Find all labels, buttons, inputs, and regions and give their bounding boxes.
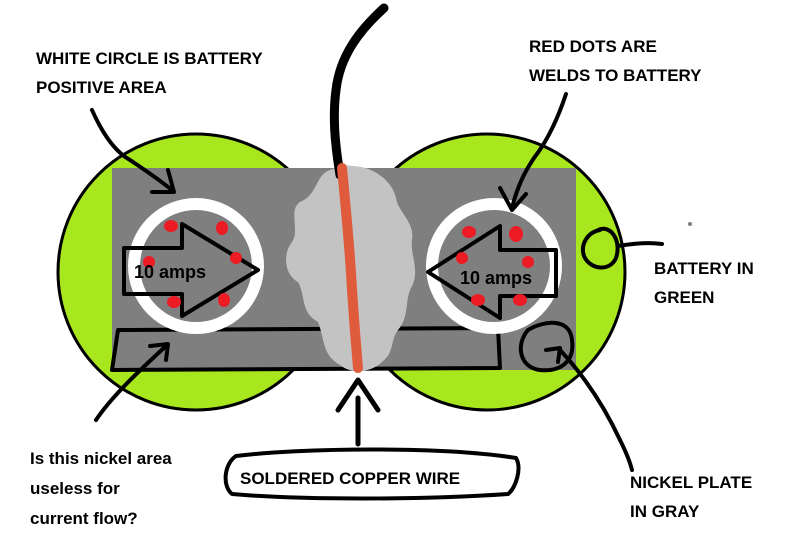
- label-white-circle: WHITE CIRCLE IS BATTERY POSITIVE AREA: [36, 49, 267, 97]
- label-line: WHITE CIRCLE IS BATTERY: [36, 49, 263, 68]
- arrow-white-circle: [90, 108, 176, 194]
- label-battery: BATTERY IN GREEN: [654, 259, 759, 307]
- label-line: POSITIVE AREA: [36, 78, 167, 97]
- weld-dot: [462, 226, 476, 238]
- left-current-label: 10 amps: [134, 262, 206, 282]
- label-line: current flow?: [30, 509, 138, 528]
- label-red-dots: RED DOTS ARE WELDS TO BATTERY: [529, 37, 702, 85]
- label-line: GREEN: [654, 288, 714, 307]
- label-line: BATTERY IN: [654, 259, 754, 278]
- label-question: Is this nickel area useless for current …: [30, 449, 176, 528]
- right-current-arrow: [426, 224, 558, 320]
- weld-dot: [522, 256, 534, 268]
- weld-dot: [230, 252, 242, 264]
- left-current-arrow: [122, 222, 260, 318]
- label-line: WELDS TO BATTERY: [529, 66, 702, 85]
- arrow-nickel-plate: [544, 346, 634, 472]
- weld-dot: [164, 220, 178, 232]
- label-nickel-plate: NICKEL PLATE IN GRAY: [630, 473, 757, 521]
- left-welds: [143, 220, 242, 308]
- arrow-up-to-wire: [335, 377, 381, 447]
- right-welds: [456, 226, 534, 306]
- weld-dot: [216, 221, 228, 235]
- label-line: IN GRAY: [630, 502, 700, 521]
- arrow-battery: [581, 226, 664, 270]
- lower-right-nickel-blob: [518, 320, 575, 373]
- arrow-red-dots: [498, 92, 568, 212]
- label-copper-wire: SOLDERED COPPER WIRE: [240, 469, 460, 488]
- wire-core: [337, 163, 363, 373]
- label-line: Is this nickel area: [30, 449, 172, 468]
- stray-dot: [688, 222, 692, 226]
- label-line: RED DOTS ARE: [529, 37, 657, 56]
- copper-wire-callout-box: [223, 447, 521, 501]
- copper-wire: [329, 3, 389, 180]
- label-line: NICKEL PLATE: [630, 473, 752, 492]
- weld-dot: [218, 293, 230, 307]
- weld-dot: [471, 294, 485, 306]
- label-line: useless for: [30, 479, 120, 498]
- weld-dot: [456, 252, 468, 264]
- right-current-label: 10 amps: [460, 268, 532, 288]
- weld-dot: [513, 294, 527, 306]
- weld-dot: [509, 226, 523, 242]
- arrow-question: [94, 342, 170, 422]
- weld-dot: [143, 256, 155, 268]
- weld-dot: [167, 296, 181, 308]
- left-positive-area: [128, 198, 264, 334]
